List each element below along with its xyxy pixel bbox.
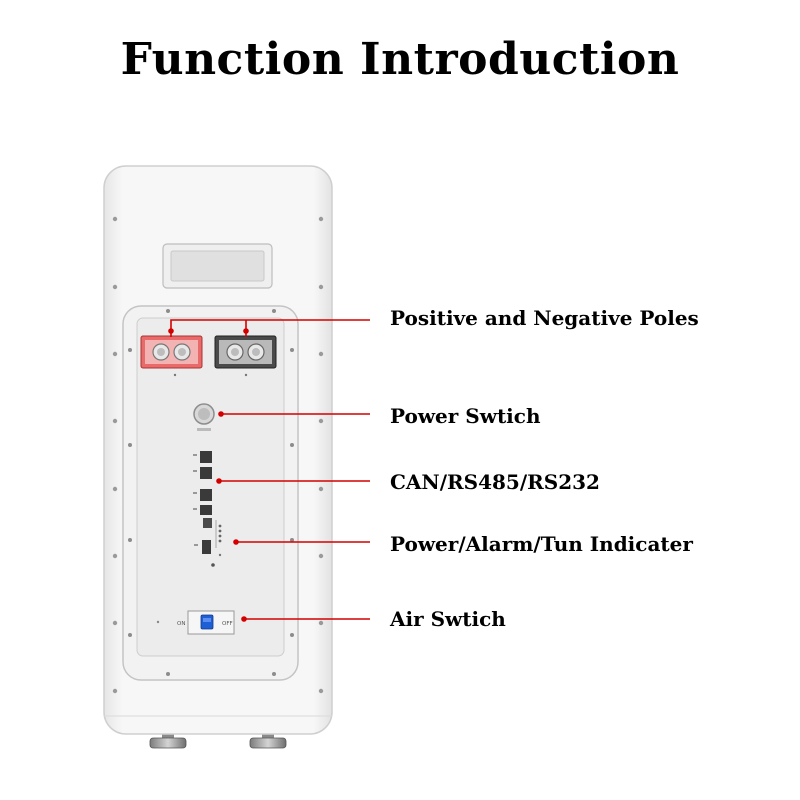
- callout-air-switch: Air Swtich: [390, 607, 506, 631]
- positive-terminal[interactable]: [140, 335, 203, 369]
- callout-lines: [168, 319, 370, 622]
- callout-positive-negative-poles: Positive and Negative Poles: [390, 306, 699, 330]
- communication-ports[interactable]: [193, 451, 212, 515]
- callout-communication-ports: CAN/RS485/RS232: [390, 470, 600, 494]
- breaker-on-label: ON: [177, 621, 185, 627]
- breaker-off-label: OFF: [222, 621, 233, 627]
- air-breaker[interactable]: [187, 610, 235, 635]
- status-indicators: [194, 518, 222, 567]
- carry-handle: [162, 243, 273, 289]
- callout-indicators: Power/Alarm/Tun Indicater: [390, 532, 693, 556]
- panel-screws: [128, 309, 294, 676]
- page-title: Function Introduction: [120, 34, 680, 85]
- side-screws: [112, 216, 324, 694]
- callout-power-switch: Power Swtich: [390, 404, 541, 428]
- terminal-panel: [136, 317, 285, 657]
- power-button[interactable]: [193, 403, 215, 425]
- negative-terminal[interactable]: [214, 335, 277, 369]
